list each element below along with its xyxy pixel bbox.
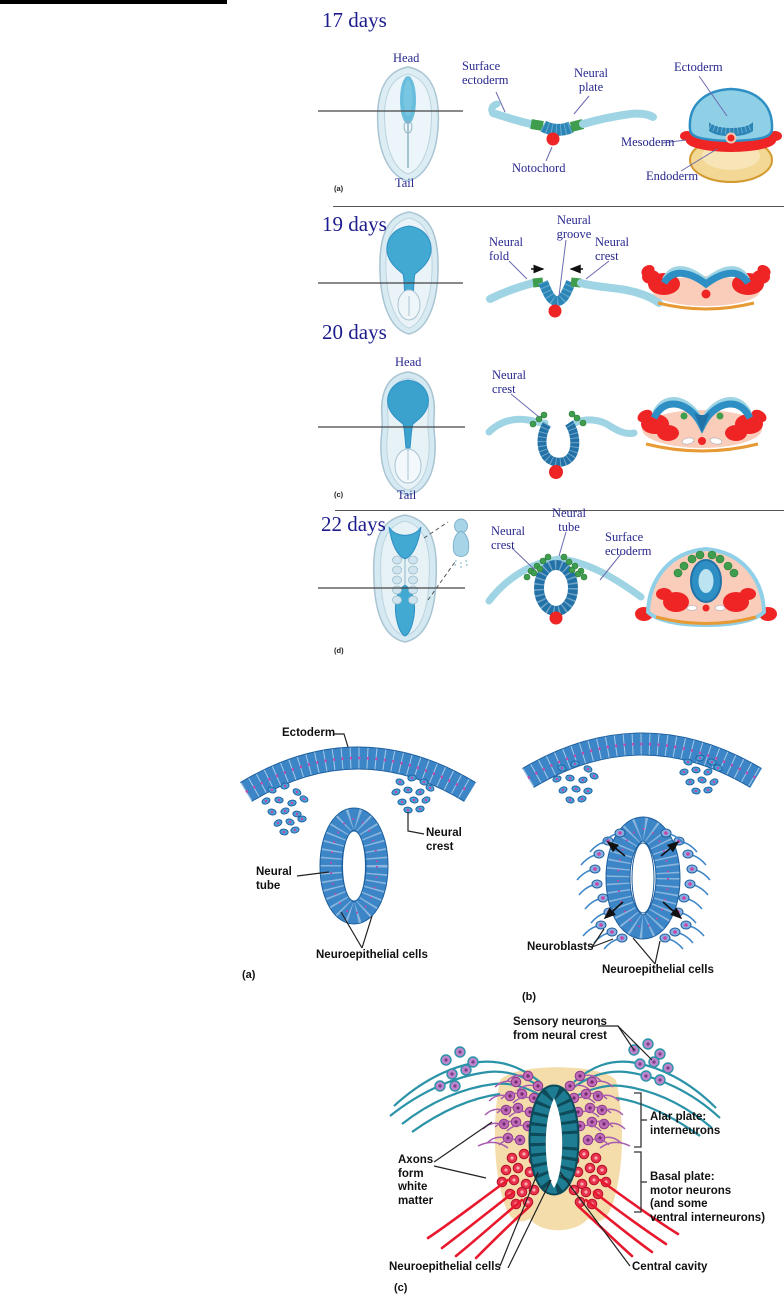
stage22-embryo-dorsal-view — [318, 514, 465, 643]
panel-a-neural-tube — [319, 807, 389, 925]
panel-c-motor-axons — [426, 1178, 680, 1260]
stage19-embryo-dorsal-view — [318, 211, 463, 335]
stage22-leader-lines — [511, 531, 622, 581]
stage19-neural-crest-label: Neural crest — [595, 235, 630, 263]
stage17-endoderm-label: Endoderm — [646, 169, 699, 183]
stage17-surface-ectoderm-label: Surface ectoderm — [462, 59, 509, 87]
stage19-cross-section — [486, 264, 663, 318]
stage19-neural-fold-label: Neural fold — [489, 235, 524, 263]
panel-b-neural-tube — [605, 816, 681, 940]
panel-a-neural-tube-label: Neural tube — [256, 866, 292, 892]
stage22-neural-tube-label: Neural tube — [551, 506, 586, 534]
stage17-heading: 17 days — [322, 8, 387, 32]
stage22-whole-section — [635, 546, 777, 628]
panel-c-axons-label: Axons form white matter — [398, 1154, 434, 1207]
panel-c-neuroepithelial-label: Neuroepithelial cells — [389, 1261, 501, 1273]
stage17-leader-lines — [495, 75, 728, 172]
panel-a-leader-lines — [296, 733, 425, 949]
stage20-tail-label: Tail — [397, 488, 417, 502]
stage17-neural-plate-label: Neural plate — [573, 66, 608, 94]
panel-a-neuroepithelial-label: Neuroepithelial cells — [316, 949, 428, 961]
stage20-neural-crest-label: Neural crest — [492, 368, 527, 396]
stage17-whole-section — [680, 87, 782, 183]
panel-a-ectoderm-label: Ectoderm — [282, 727, 336, 739]
panel-c-central-cavity-label: Central cavity — [632, 1261, 708, 1273]
stage17-mesoderm-label: Mesoderm — [621, 135, 675, 149]
panel-b-migration-arrows — [603, 840, 683, 920]
stage22-neural-crest-label: Neural crest — [491, 524, 526, 552]
panel-c-basal-plate-label: Basal plate: motor neurons (and some ven… — [650, 1171, 766, 1224]
stage17-notochord-label: Notochord — [512, 161, 566, 175]
stage17-tail-label: Tail — [395, 176, 415, 190]
stage22-embryo-inset — [423, 518, 470, 601]
stage20-whole-section — [637, 397, 767, 453]
stage22-heading: 22 days — [321, 512, 386, 536]
page-rules — [0, 0, 784, 511]
stage22-panel-letter: (d) — [334, 646, 344, 655]
stage19-neural-groove-label: Neural groove — [556, 213, 592, 241]
stage20-embryo-dorsal-view — [318, 371, 465, 496]
panel-a-ectoderm-arc — [240, 746, 476, 802]
panel-c-neural-tube — [528, 1084, 580, 1196]
stage17-ectoderm-label: Ectoderm — [674, 60, 723, 74]
stage20-head-label: Head — [395, 355, 422, 369]
stage20-cross-section — [485, 410, 638, 479]
stage19-leader-lines — [508, 239, 610, 297]
panel-b-letter: (b) — [522, 991, 537, 1003]
stage17-panel-letter: (a) — [334, 184, 344, 193]
panel-b-neuroepithelial-label: Neuroepithelial cells — [602, 964, 714, 976]
stage20-heading: 20 days — [322, 320, 387, 344]
stage17-head-label: Head — [393, 51, 420, 65]
stage20-panel-letter: (c) — [334, 490, 344, 499]
panel-b-ectoderm-arc — [522, 732, 762, 788]
stage17-cross-section — [488, 100, 657, 146]
panel-c-letter: (c) — [394, 1282, 408, 1294]
panel-c-leader-lines — [433, 1025, 653, 1269]
panel-c-alar-plate-label: Alar plate: interneurons — [650, 1111, 721, 1137]
panel-c-brackets — [634, 1092, 647, 1213]
panel-b-leader-lines — [591, 928, 661, 965]
panel-a-neural-crest-label: Neural crest — [426, 827, 462, 853]
notochord-dot — [546, 132, 560, 146]
stage22-surface-ectoderm-label: Surface ectoderm — [605, 530, 652, 558]
panel-c-interneurons — [477, 1070, 631, 1149]
stage17-embryo-dorsal-view — [318, 66, 463, 182]
stage19-heading: 19 days — [322, 212, 387, 236]
stage20-leader-lines — [510, 393, 540, 418]
panel-c-sensory-neurons-label: Sensory neurons from neural crest — [513, 1016, 607, 1042]
stage19-whole-section — [641, 264, 771, 311]
panel-b-neuroblasts-label: Neuroblasts — [527, 941, 594, 953]
panel-a-letter: (a) — [242, 969, 256, 981]
stage22-cross-section — [485, 553, 645, 625]
